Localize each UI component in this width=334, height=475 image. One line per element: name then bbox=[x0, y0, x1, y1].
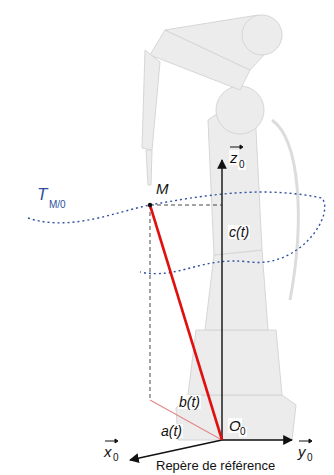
coordinate-label: a(t) bbox=[160, 424, 183, 438]
origin-subscript: 0 bbox=[239, 427, 247, 437]
trajectory-name: T bbox=[36, 186, 48, 203]
coordinate-label: b(t) bbox=[178, 395, 201, 409]
axis-subscript: 0 bbox=[306, 453, 314, 463]
trajectory-subscript: M/0 bbox=[48, 200, 67, 210]
coordinate-label: c(t) bbox=[228, 225, 250, 239]
point-name: M bbox=[155, 181, 170, 196]
frame-caption: Repère de référence bbox=[155, 459, 276, 472]
axis-subscript: 0 bbox=[112, 453, 120, 463]
trajectory-curve bbox=[28, 192, 325, 274]
axis-subscript: 0 bbox=[238, 160, 246, 170]
